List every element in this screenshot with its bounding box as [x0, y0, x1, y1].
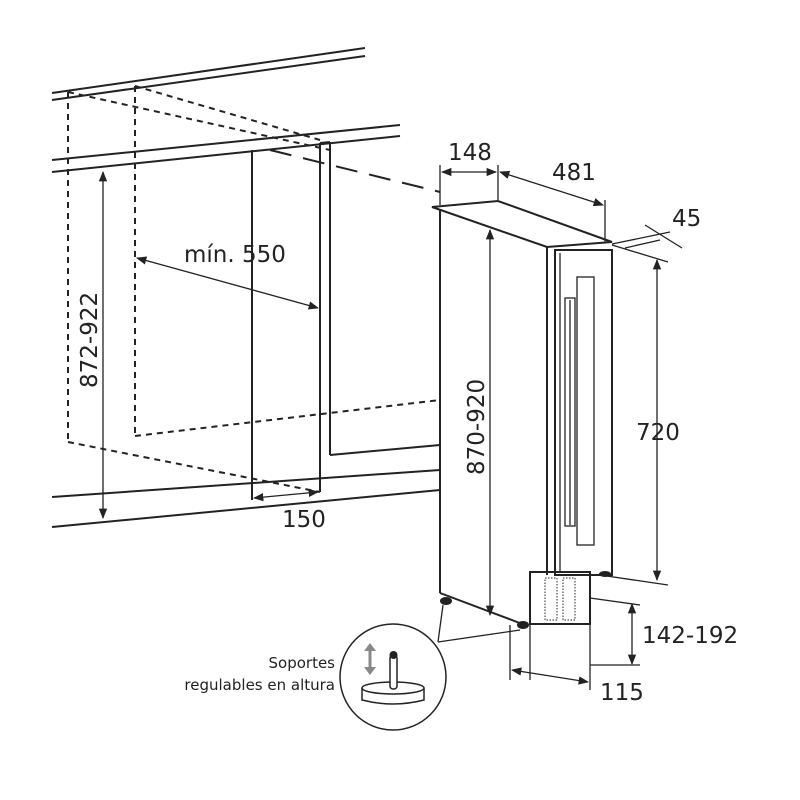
adjustable-feet-callout: Soportes regulables en altura — [184, 604, 521, 731]
wine-cooler — [431, 199, 613, 629]
height-adjust-arrow-icon — [364, 643, 376, 675]
foot-depth-label: 115 — [600, 680, 644, 706]
appliance-height-label: 870-920 — [464, 379, 490, 475]
door-height-label: 720 — [636, 420, 680, 446]
foot-icon — [361, 651, 425, 705]
adjustable-foot — [517, 621, 529, 629]
niche-height-label: 872-922 — [77, 292, 103, 388]
kitchen-cabinet — [51, 47, 441, 528]
dimension-lines — [98, 165, 683, 690]
adjustable-foot — [440, 597, 452, 605]
door-offset-label: 45 — [672, 206, 701, 232]
plinth-depth-label: 150 — [282, 507, 326, 533]
width-label: 148 — [448, 140, 492, 166]
ventilation-grille — [544, 577, 576, 621]
niche-depth-label: mín. 550 — [184, 242, 286, 268]
callout-line-2: regulables en altura — [184, 676, 335, 694]
callout-line-1: Soportes — [269, 654, 336, 672]
depth-label: 481 — [552, 160, 596, 186]
plinth-height-label: 142-192 — [642, 623, 738, 649]
